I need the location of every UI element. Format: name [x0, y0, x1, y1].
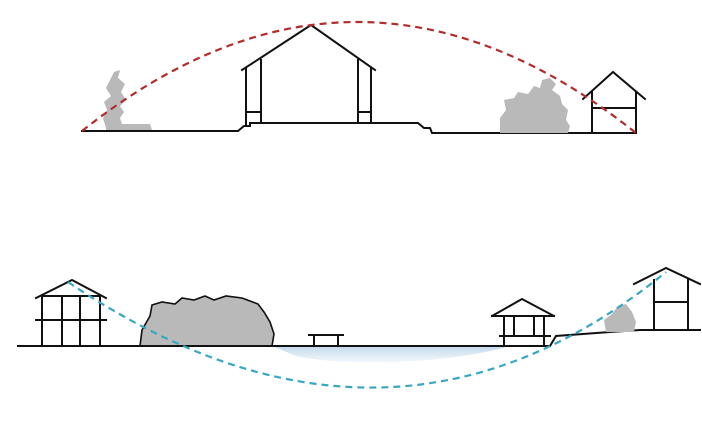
tall-house: [632, 266, 702, 331]
top-ground-line: [81, 122, 637, 134]
bottom-section: [17, 266, 702, 389]
bottom-ground-line: [17, 329, 701, 347]
shrubs-icon: [500, 78, 570, 133]
stilt-pavilion: [490, 297, 556, 347]
top-section: [81, 20, 647, 134]
hedge-icon: [139, 295, 275, 347]
bench-icon: [308, 334, 344, 347]
tree-icon: [103, 70, 152, 130]
small-house: [581, 70, 647, 134]
water-body: [272, 346, 510, 363]
shrub-icon: [604, 304, 636, 332]
top-sightline-arc: [81, 20, 637, 134]
pavilion: [240, 23, 377, 127]
left-house: [34, 278, 108, 347]
